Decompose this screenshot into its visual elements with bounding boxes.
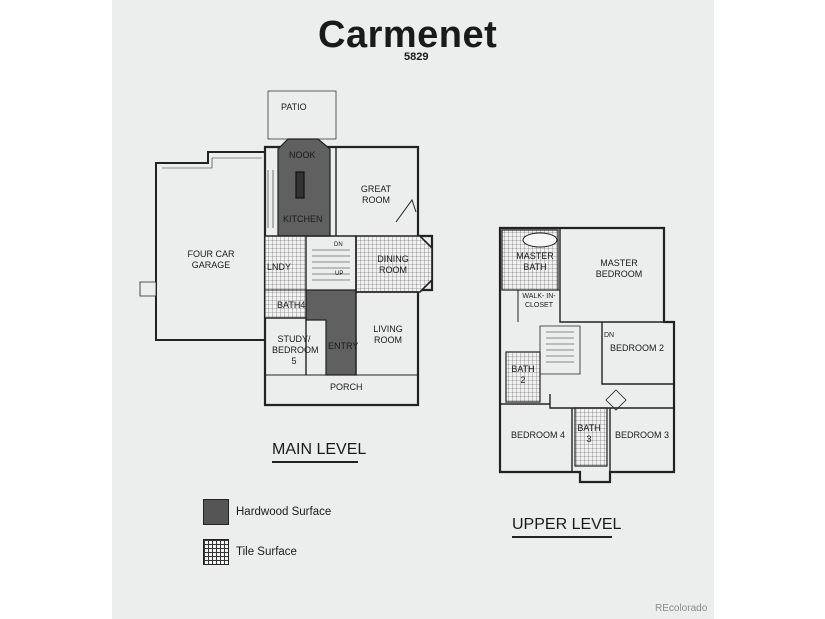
plan-title: Carmenet: [318, 14, 498, 56]
bath3-tile: [574, 407, 608, 467]
room-label-master-bedroom: MASTER BEDROOM: [595, 258, 643, 279]
garage-walls: [155, 151, 266, 341]
room-label-study: STUDY/ BEDROOM 5: [272, 334, 319, 366]
upper-level-plan: [498, 226, 676, 484]
upper-level-underline: [512, 536, 612, 538]
room-label-living: LIVING ROOM: [373, 324, 403, 345]
watermark: REcolorado: [655, 603, 708, 614]
room-label-dining: DINING ROOM: [377, 254, 409, 275]
bath4-tile: [264, 289, 307, 319]
main-level-heading: MAIN LEVEL: [272, 441, 367, 458]
room-label-patio: PATIO: [281, 102, 307, 112]
room-label-garage: FOUR CAR GARAGE: [187, 249, 235, 270]
room-label-great-room: GREAT ROOM: [360, 184, 392, 205]
legend-tile-label: Tile Surface: [236, 546, 297, 558]
room-label-porch: PORCH: [330, 382, 363, 392]
plan-number: 5829: [404, 51, 429, 63]
room-label-entry: ENTRY: [328, 341, 359, 351]
upper-level-heading: UPPER LEVEL: [512, 516, 622, 533]
room-label-bedroom-4: BEDROOM 4: [511, 430, 566, 440]
patio-outline: [267, 90, 337, 140]
room-label-bath4: BATH4: [277, 300, 306, 310]
room-label-bath-3: BATH 3: [577, 423, 601, 444]
upper-stair-down-label: DN: [604, 332, 615, 339]
main-level-underline: [272, 461, 358, 463]
bath2-tile: [505, 351, 541, 403]
room-label-bedroom-3: BEDROOM 3: [615, 430, 670, 440]
stair-down-label: DN: [334, 242, 343, 248]
room-label-kitchen: KITCHEN: [283, 214, 323, 224]
stair-up-label: UP: [335, 271, 344, 277]
room-label-walk-in-closet: WALK- IN- CLOSET: [522, 293, 556, 309]
legend-hardwood-label: Hardwood Surface: [236, 506, 332, 518]
main-level-plan: [139, 90, 434, 407]
tile-swatch: [203, 539, 229, 565]
room-label-bath-2: BATH 2: [511, 364, 535, 385]
room-label-master-bath: MASTER BATH: [516, 251, 554, 272]
room-label-laundry: LNDY: [267, 262, 292, 272]
room-label-nook: NOOK: [289, 150, 316, 160]
hardwood-swatch: [203, 499, 229, 525]
room-label-bedroom-2: BEDROOM 2: [610, 343, 665, 353]
